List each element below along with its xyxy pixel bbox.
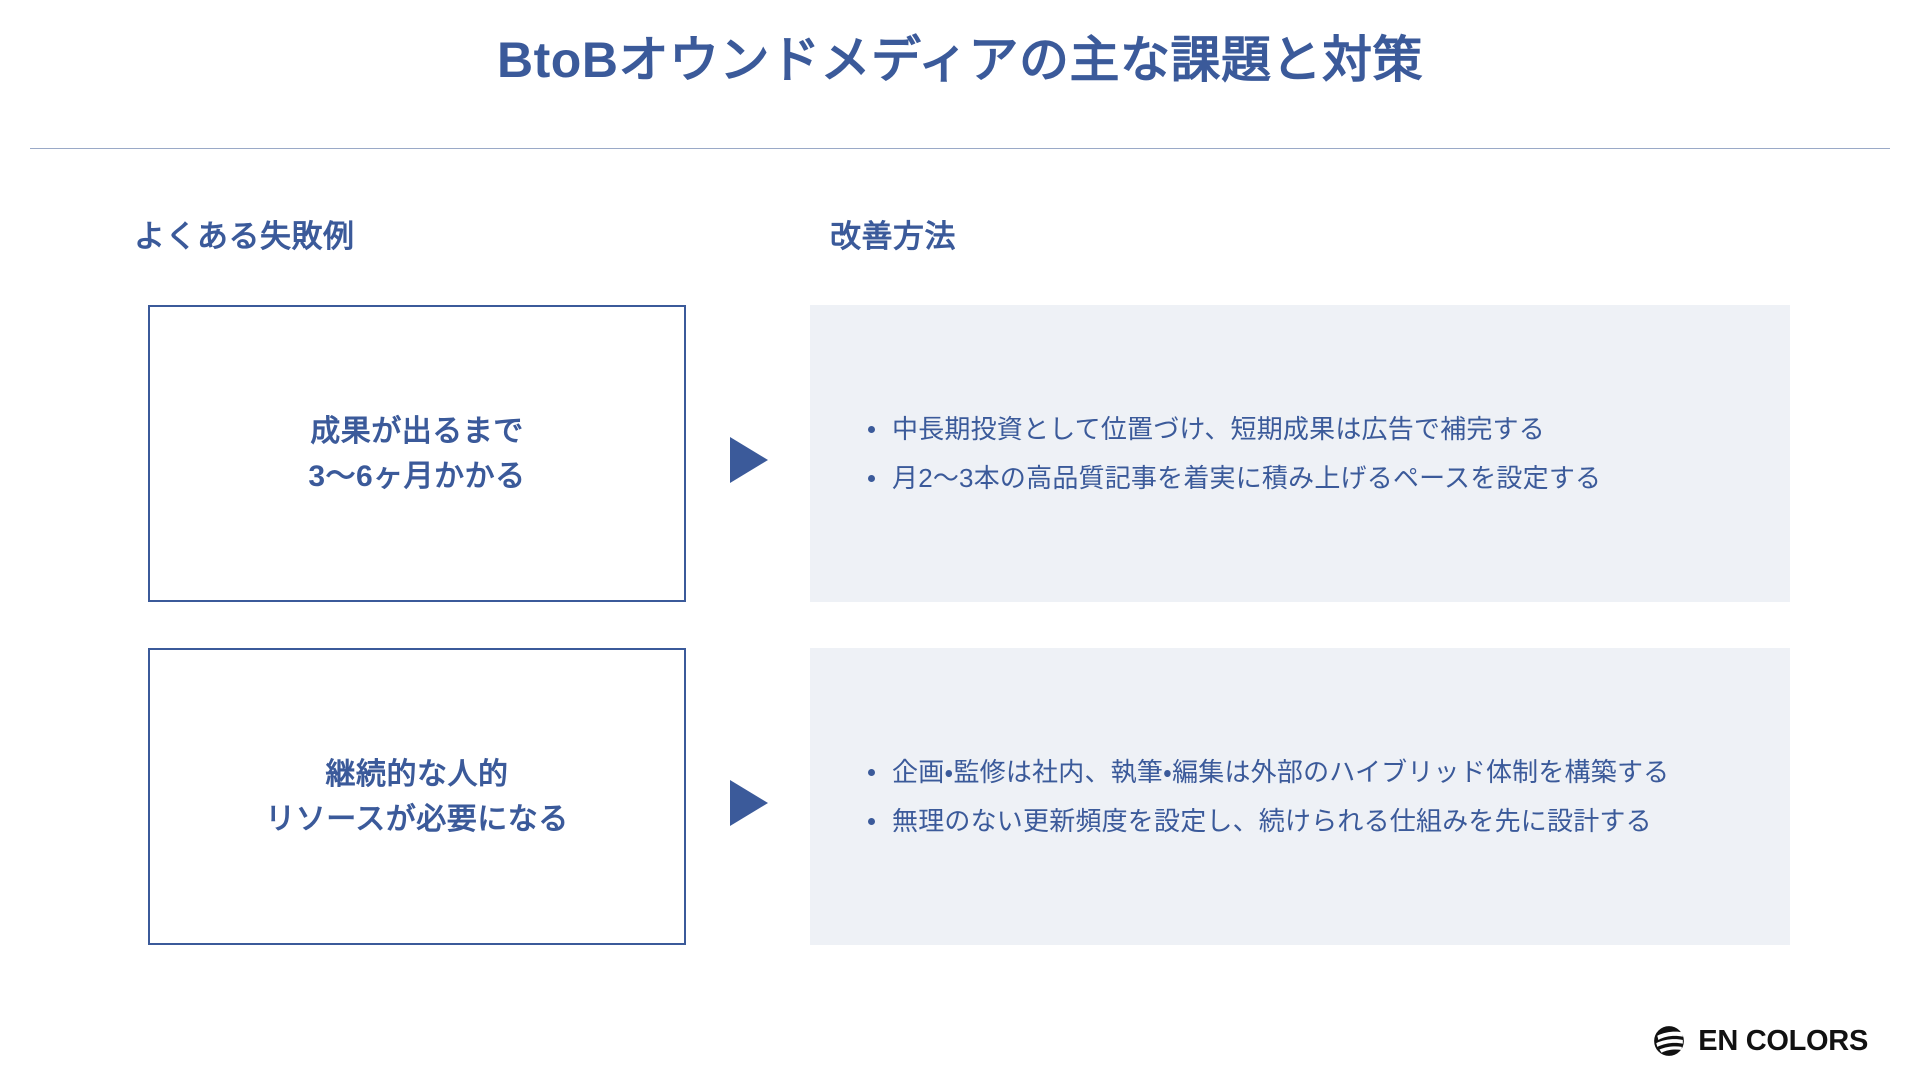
column-header-solutions: 改善方法 (830, 219, 956, 254)
column-header-problems: よくある失敗例 (134, 219, 355, 254)
brand-logo: EN COLORS (1652, 1024, 1868, 1058)
triangle-right-icon (730, 780, 768, 826)
page-title: BtoBオウンドメディアの主な課題と対策 (497, 32, 1423, 88)
problem-box: 継続的な人的 リソースが必要になる (148, 648, 686, 945)
content-row: 継続的な人的 リソースが必要になる 企画・監修は社内、執筆・編集は外部のハイブリ… (0, 648, 1920, 948)
list-item: 企画・監修は社内、執筆・編集は外部のハイブリッド体制を構築する (866, 751, 1738, 793)
globe-swoosh-icon (1654, 1026, 1685, 1056)
problem-text: 継続的な人的 リソースが必要になる (265, 757, 569, 836)
solution-panel: 中長期投資として位置づけ、短期成果は広告で補完する 月2〜3本の高品質記事を着実… (810, 305, 1790, 602)
brand-name: EN COLORS (1698, 1024, 1868, 1057)
solution-panel: 企画・監修は社内、執筆・編集は外部のハイブリッド体制を構築する 無理のない更新頻… (810, 648, 1790, 945)
problem-text: 成果が出るまで 3〜6ヶ月かかる (308, 414, 526, 493)
list-item: 月2〜3本の高品質記事を着実に積み上げるペースを設定する (866, 457, 1738, 499)
title-divider (30, 148, 1890, 149)
solution-list: 企画・監修は社内、執筆・編集は外部のハイブリッド体制を構築する 無理のない更新頻… (866, 751, 1738, 841)
list-item: 中長期投資として位置づけ、短期成果は広告で補完する (866, 408, 1738, 450)
title-area: BtoBオウンドメディアの主な課題と対策 (0, 30, 1920, 90)
list-item: 無理のない更新頻度を設定し、続けられる仕組みを先に設計する (866, 800, 1738, 842)
problem-box: 成果が出るまで 3〜6ヶ月かかる (148, 305, 686, 602)
content-row: 成果が出るまで 3〜6ヶ月かかる 中長期投資として位置づけ、短期成果は広告で補完… (0, 305, 1920, 605)
solution-list: 中長期投資として位置づけ、短期成果は広告で補完する 月2〜3本の高品質記事を着実… (866, 408, 1738, 498)
triangle-right-icon (730, 437, 768, 483)
